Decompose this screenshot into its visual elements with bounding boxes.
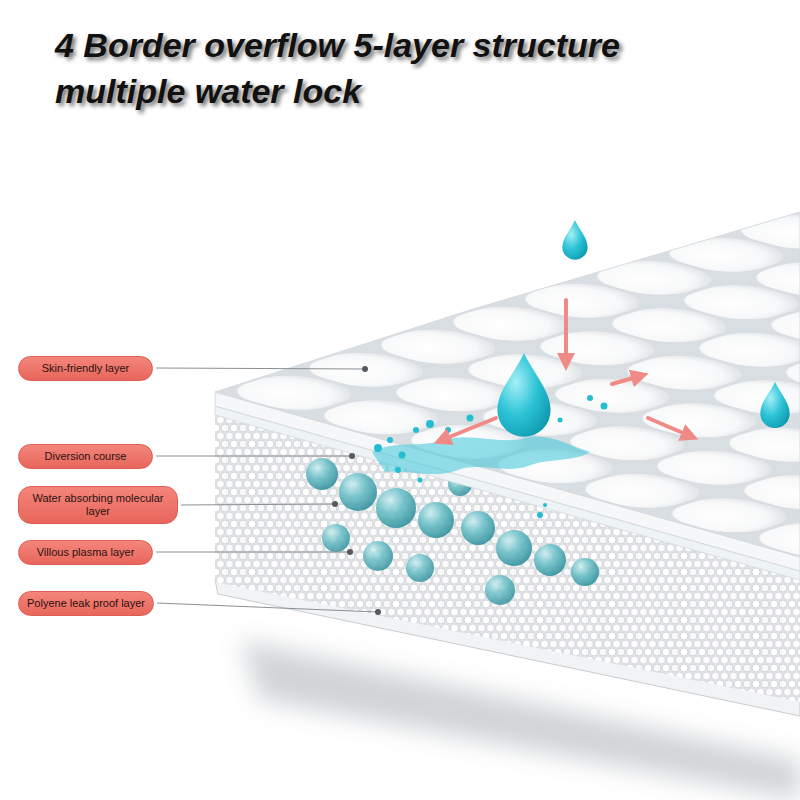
water-splash	[374, 395, 608, 518]
title: 4 Border overflow 5-layer structure mult…	[55, 22, 675, 114]
callout-text: Villous plasma layer	[27, 546, 144, 559]
quilted-surface	[215, 212, 800, 557]
leader-line	[156, 368, 365, 369]
callout-text: Polyene leak proof layer	[27, 597, 145, 610]
callout-text: Water absorbing molecular layer	[27, 492, 169, 518]
layer-callout: Villous plasma layer	[18, 540, 153, 565]
callout-text: Diversion course	[27, 450, 144, 463]
water-drop	[760, 382, 789, 428]
leader-line	[156, 456, 352, 457]
leader-line	[157, 603, 378, 612]
leader-line	[181, 504, 335, 505]
flow-arrows	[442, 300, 690, 440]
leader-dot	[332, 501, 338, 507]
layer-callout: Polyene leak proof layer	[18, 591, 154, 616]
water-spread	[372, 437, 590, 475]
leader-dot	[349, 453, 355, 459]
leader-line	[156, 552, 350, 553]
water-drop	[562, 220, 587, 260]
callout-text: Skin-friendly layer	[27, 362, 144, 375]
leader-dot	[375, 609, 381, 615]
layer-callout: Water absorbing molecular layer	[18, 486, 178, 524]
leader-dot	[362, 366, 368, 372]
leader-dot	[347, 549, 353, 555]
water-drop	[497, 353, 550, 437]
layer-callout: Skin-friendly layer	[18, 356, 153, 381]
layer-callout: Diversion course	[18, 444, 153, 469]
